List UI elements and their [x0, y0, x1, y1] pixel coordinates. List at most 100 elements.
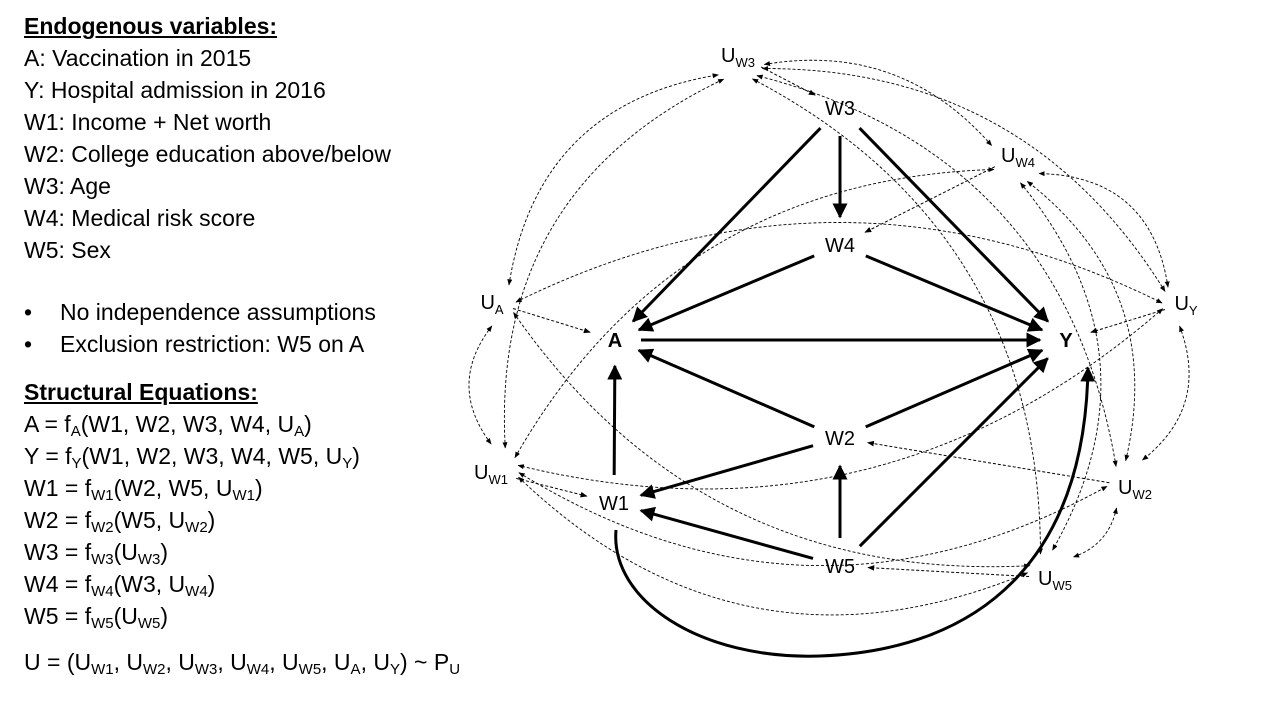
- dependency-edge-ua-uw1: [468, 325, 493, 445]
- equation-subscript: W5: [137, 615, 161, 632]
- equation-text: ): [254, 475, 263, 501]
- equation-subscript: W5: [91, 615, 114, 632]
- node-label: W3: [825, 98, 855, 120]
- node-w4: W4: [825, 235, 855, 257]
- u-definition-text: , U: [321, 649, 351, 675]
- node-w5: W5: [825, 556, 855, 578]
- equation-text: (W1, W2, W3, W4, W5, U: [81, 443, 343, 469]
- node-label: U: [721, 45, 735, 67]
- u-definition-text: , U: [360, 649, 390, 675]
- structural-heading: Structural Equations:: [24, 379, 258, 405]
- equation-subscript: Y: [342, 455, 353, 472]
- u-definition-subscript: U: [449, 661, 461, 678]
- node-w3: W3: [825, 98, 855, 120]
- equation-text: ): [207, 571, 216, 597]
- dependency-edge-uw1-uw3: [502, 78, 725, 449]
- exogenous-edge-uy-y: [1090, 309, 1166, 334]
- equation-text: ): [304, 411, 312, 437]
- dependency-edge-uw2-uw5: [1072, 507, 1118, 558]
- equation-text: W3 = f: [24, 539, 92, 565]
- endogenous-variable-item: W5: Sex: [24, 237, 111, 263]
- exogenous-edge-ua-a: [512, 308, 591, 334]
- endogenous-heading: Endogenous variables:: [24, 13, 278, 39]
- dependency-edge-uw1-uw5: [518, 476, 1029, 616]
- node-subscript: W5: [1052, 578, 1072, 593]
- structural-equation: W1 = fW1(W2, W5, UW1): [24, 472, 484, 504]
- node-uw5: UW5: [1038, 568, 1072, 593]
- u-definition-text: , U: [165, 649, 195, 675]
- dependency-edge-uw4-uw5: [1020, 182, 1102, 551]
- equation-subscript: W4: [91, 583, 114, 600]
- equation-text: (W1, W2, W3, W4, U: [80, 411, 295, 437]
- node-ua: UA: [480, 292, 503, 317]
- equation-subscript: W2: [91, 519, 114, 536]
- causal-edge-w4-y: [865, 254, 1044, 332]
- causal-edge-w2-a: [637, 348, 815, 429]
- equation-text: W5 = f: [24, 603, 92, 629]
- equation-text: (W2, W5, U: [113, 475, 233, 501]
- assumption-text: Exclusion restriction: W5 on A: [60, 331, 365, 357]
- bullet-glyph: •: [24, 299, 33, 325]
- node-label: Y: [1059, 330, 1073, 352]
- node-label: W1: [599, 493, 629, 515]
- equation-text: W2 = f: [24, 507, 92, 533]
- structural-equation: Y = fY(W1, W2, W3, W4, W5, UY): [24, 440, 484, 472]
- equation-text: ): [352, 443, 360, 469]
- assumption-text: No independence assumptions: [60, 299, 376, 325]
- structural-equation-list: A = fA(W1, W2, W3, W4, UA)Y = fY(W1, W2,…: [24, 408, 484, 632]
- equation-text: (W5, U: [113, 507, 186, 533]
- causal-edge-w3-a: [632, 127, 822, 323]
- equation-text: W4 = f: [24, 571, 92, 597]
- structural-equation: W5 = fW5(UW5): [24, 600, 484, 632]
- equation-subscript: Y: [71, 455, 82, 472]
- causal-edge-w1-y: [614, 366, 1096, 658]
- equation-subscript: A: [70, 423, 81, 440]
- equation-text: A = f: [24, 411, 71, 437]
- dependency-edge-uw1-uw2: [518, 472, 1108, 566]
- node-uw3: UW3: [721, 45, 755, 70]
- node-label: U: [474, 462, 488, 484]
- causal-edge-w2-y: [865, 348, 1044, 429]
- equation-text: ): [207, 507, 216, 533]
- u-definition-text: , U: [269, 649, 299, 675]
- dependency-edge-uy-uw2: [1141, 325, 1190, 461]
- u-definition-subscript: W4: [246, 661, 270, 678]
- exogenous-edge-uw3-w3: [760, 66, 816, 96]
- causal-edge-w3-y: [858, 127, 1049, 323]
- node-label: U: [1118, 477, 1132, 499]
- equation-subscript: W3: [91, 551, 114, 568]
- node-uw4: UW4: [1001, 145, 1035, 170]
- endogenous-variable-item: Y: Hospital admission in 2016: [24, 77, 326, 103]
- equation-text: (U: [113, 539, 138, 565]
- node-w2: W2: [825, 428, 855, 450]
- causal-edge-w1-a: [607, 364, 623, 476]
- node-subscript: W2: [1132, 487, 1152, 502]
- equation-text: W1 = f: [24, 475, 92, 501]
- node-w1: W1: [599, 493, 629, 515]
- u-definition-text: U = (U: [24, 649, 92, 675]
- exogenous-distribution: U = (UW1, UW2, UW3, UW4, UW5, UA, UY) ~ …: [24, 646, 484, 678]
- node-label: W4: [825, 235, 855, 257]
- causal-edge-w4-a: [637, 254, 815, 332]
- node-uw2: UW2: [1118, 477, 1152, 502]
- u-definition-text: , U: [217, 649, 247, 675]
- node-subscript: W3: [735, 55, 755, 70]
- node-uw1: UW1: [474, 462, 508, 487]
- node-label: U: [1001, 145, 1015, 167]
- u-definition-subscript: W2: [142, 661, 166, 678]
- equation-text: (U: [113, 603, 138, 629]
- assumption-item: •Exclusion restriction: W5 on A: [24, 328, 484, 360]
- node-a: A: [608, 330, 622, 352]
- node-y: Y: [1059, 330, 1073, 352]
- structural-equation: A = fA(W1, W2, W3, W4, UA): [24, 408, 484, 440]
- equation-subscript: W1: [232, 487, 255, 504]
- node-label: U: [480, 292, 494, 314]
- equation-subscript: A: [294, 423, 305, 440]
- endogenous-variable-item: W2: College education above/below: [24, 141, 391, 167]
- structural-equation: W3 = fW3(UW3): [24, 536, 484, 568]
- endogenous-variable-item: W4: Medical risk score: [24, 205, 256, 231]
- node-label: U: [1038, 568, 1052, 590]
- u-definition-text: ) ~ P: [399, 649, 450, 675]
